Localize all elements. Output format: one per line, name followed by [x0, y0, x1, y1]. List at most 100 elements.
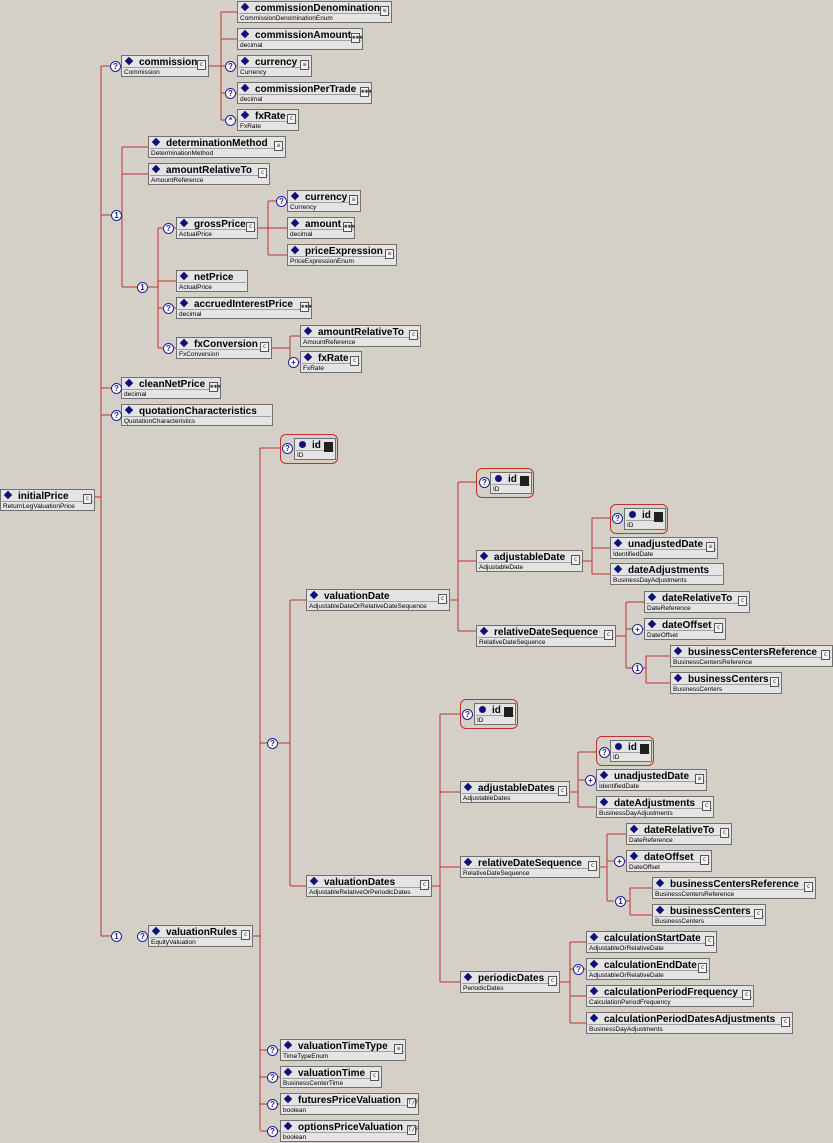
complex-icon[interactable]: c — [558, 786, 567, 796]
complex-icon[interactable]: c — [604, 630, 613, 640]
complex-icon[interactable]: c — [409, 330, 418, 340]
complex-icon[interactable]: c — [287, 114, 296, 124]
complex-icon[interactable]: c — [700, 855, 709, 865]
complex-icon[interactable]: c — [770, 677, 779, 687]
complex-icon[interactable]: c — [588, 861, 597, 871]
value-icon[interactable]: ✱✱✱ — [360, 87, 372, 97]
complex-icon[interactable]: c — [742, 990, 751, 1000]
complex-icon[interactable]: c — [754, 909, 763, 919]
value-icon[interactable]: ✱✱✱ — [209, 382, 221, 392]
complex-icon[interactable]: c — [350, 356, 359, 366]
complex-icon[interactable]: c — [370, 1071, 379, 1081]
complex-icon[interactable]: c — [241, 930, 250, 940]
complex-icon[interactable]: c — [548, 976, 557, 986]
complex-icon[interactable]: c — [705, 936, 714, 946]
complex-icon[interactable]: c — [738, 596, 747, 606]
complex-icon[interactable]: c — [714, 623, 723, 633]
complex-icon[interactable]: c — [260, 342, 269, 352]
complex-icon[interactable]: c — [720, 828, 729, 838]
complex-icon[interactable]: c — [197, 60, 206, 70]
list-icon[interactable]: ≡ — [394, 1044, 403, 1054]
list-icon[interactable]: ≡ — [706, 542, 715, 552]
bool-icon[interactable]: T/F — [407, 1125, 419, 1135]
complex-icon[interactable]: c — [420, 880, 429, 890]
bool-icon[interactable]: T/F — [407, 1098, 419, 1108]
complex-icon[interactable]: c — [821, 650, 830, 660]
list-icon[interactable]: ≡ — [300, 60, 309, 70]
value-icon[interactable]: ✱✱✱ — [343, 222, 355, 232]
value-icon[interactable]: ✱✱✱ — [351, 33, 363, 43]
list-icon[interactable]: ≡ — [349, 195, 358, 205]
complex-icon[interactable]: c — [83, 494, 92, 504]
list-icon[interactable]: ≡ — [274, 141, 283, 151]
complex-icon[interactable]: c — [246, 222, 255, 232]
value-icon[interactable]: ✱✱✱ — [300, 302, 312, 312]
complex-icon[interactable]: c — [781, 1017, 790, 1027]
complex-icon[interactable]: c — [258, 168, 267, 178]
complex-icon[interactable]: c — [702, 801, 711, 811]
list-icon[interactable]: ≡ — [695, 774, 704, 784]
list-icon[interactable]: ≡ — [380, 6, 389, 16]
complex-icon[interactable]: c — [438, 594, 447, 604]
divider — [628, 835, 730, 836]
element-type: Currency — [240, 69, 267, 76]
complex-icon[interactable]: c — [698, 963, 707, 973]
complex-icon[interactable]: c — [571, 555, 580, 565]
complex-icon[interactable]: c — [804, 882, 813, 892]
list-icon[interactable]: ≡ — [385, 249, 394, 259]
